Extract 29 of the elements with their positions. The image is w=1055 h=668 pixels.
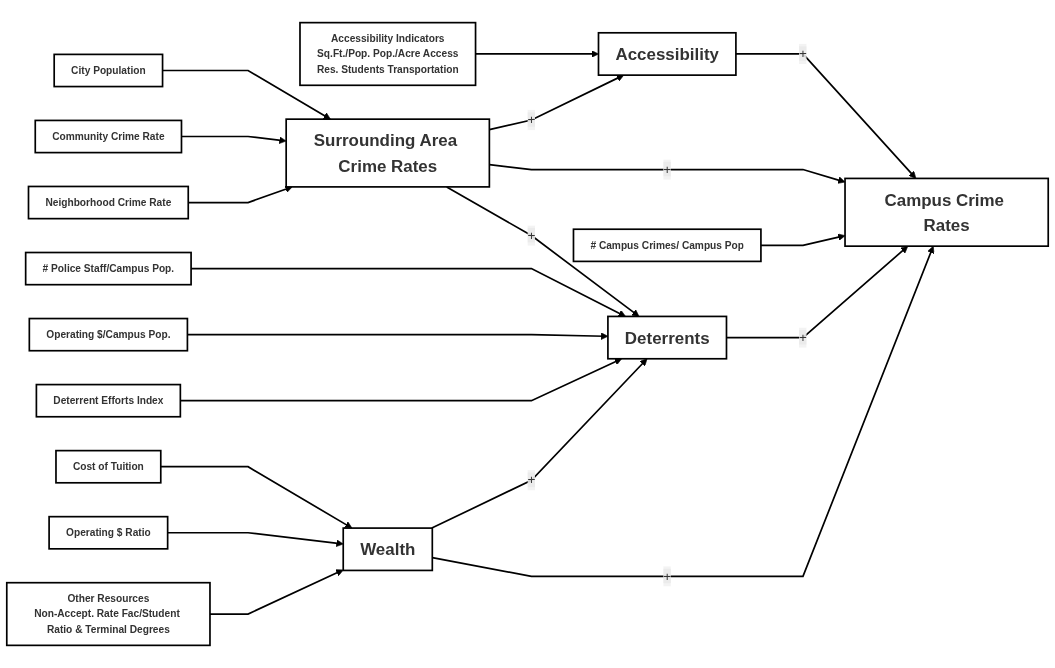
edge-label: + [663,161,672,177]
node-box: Operating $ Ratio [48,515,169,550]
node-box: Accessibility [597,31,737,76]
arrow [735,53,917,179]
node-box: Deterrent Efforts Index [35,383,182,418]
arrow [431,358,648,529]
edge-label: + [527,472,536,488]
arrow [445,186,640,317]
edge-label: + [527,227,536,243]
node-box: Accessibility Indicators Sq.Ft./Pop. Pop./Acre Access Res. Students Transportation [299,21,477,87]
edge-label: + [799,46,807,61]
node-box: # Police Staff/Campus Pop. [24,251,192,286]
node-box: Deterrents [607,315,728,360]
node-box: Wealth [342,527,434,572]
arrow [760,233,846,247]
node-box: Campus Crime Rates [844,177,1050,247]
edge-label: + [799,329,807,345]
node-box: Cost of Tuition [55,449,162,484]
node-box: Community Crime Rate [34,119,183,154]
node-box: Surrounding Area Crime Rates [285,118,491,188]
node-box: Neighborhood Crime Rate [27,185,190,220]
node-box: Operating $/Campus Pop. [28,317,189,352]
edge-label: + [663,568,672,584]
node-box: Other Resources Non-Accept. Rate Fac/Student Ratio & Terminal Degrees [5,581,211,647]
arrow [431,245,935,578]
arrow [209,569,344,615]
node-box: City Population [53,53,164,88]
edge-label: + [527,112,536,127]
node-box: # Campus Crimes/ Campus Pop [572,228,762,263]
